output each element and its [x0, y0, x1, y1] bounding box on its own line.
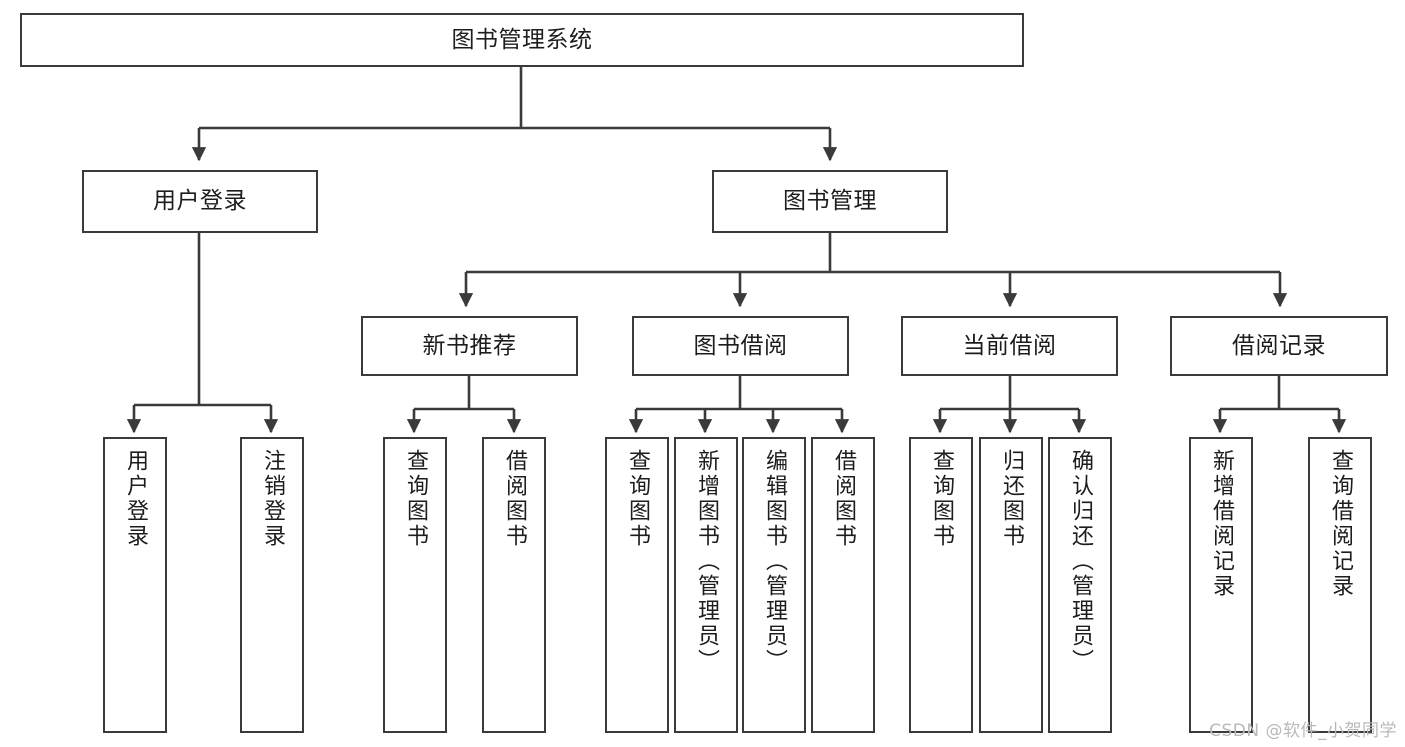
node-label: 新增借阅记录 — [1209, 449, 1234, 599]
node-borrowing-records[interactable]: 借阅记录 — [1170, 316, 1388, 376]
node-label: 图书管理系统 — [451, 26, 593, 53]
node-label: 用户登录 — [153, 188, 247, 215]
leaf-add-borrowing-record[interactable]: 新增借阅记录 — [1189, 437, 1253, 733]
leaf-query-books-borrowing[interactable]: 查询图书 — [605, 437, 669, 733]
watermark-text: CSDN @软件_小贺同学 — [1209, 721, 1397, 741]
node-label: 查询借阅记录 — [1328, 449, 1353, 599]
node-label: 新书推荐 — [422, 332, 517, 359]
leaf-query-books-current[interactable]: 查询图书 — [909, 437, 973, 733]
node-label: 借阅图书 — [831, 449, 856, 549]
node-label: 查询图书 — [403, 449, 428, 549]
node-label: 用户登录 — [123, 449, 148, 549]
node-label: 当前借阅 — [962, 332, 1057, 359]
node-label: 图书管理 — [783, 188, 877, 215]
leaf-add-book-admin[interactable]: 新增图书（管理员） — [674, 437, 738, 733]
node-root-book-management-system[interactable]: 图书管理系统 — [20, 13, 1024, 67]
node-book-borrowing[interactable]: 图书借阅 — [632, 316, 849, 376]
leaf-query-books-recommendation[interactable]: 查询图书 — [383, 437, 447, 733]
node-label: 查询图书 — [625, 449, 650, 549]
leaf-return-books[interactable]: 归还图书 — [979, 437, 1043, 733]
node-book-management[interactable]: 图书管理 — [712, 170, 948, 233]
leaf-borrow-books-recommendation[interactable]: 借阅图书 — [482, 437, 546, 733]
node-new-book-recommendation[interactable]: 新书推荐 — [361, 316, 578, 376]
leaf-query-borrowing-record[interactable]: 查询借阅记录 — [1308, 437, 1372, 733]
leaf-confirm-return-admin[interactable]: 确认归还（管理员） — [1048, 437, 1112, 733]
leaf-borrow-books-borrowing[interactable]: 借阅图书 — [811, 437, 875, 733]
node-user-login[interactable]: 用户登录 — [82, 170, 318, 233]
leaf-user-login[interactable]: 用户登录 — [103, 437, 167, 733]
node-label: 借阅记录 — [1232, 332, 1326, 359]
node-label: 查询图书 — [929, 449, 954, 549]
leaf-logout[interactable]: 注销登录 — [240, 437, 304, 733]
node-label: 借阅图书 — [502, 449, 527, 549]
leaf-edit-book-admin[interactable]: 编辑图书（管理员） — [742, 437, 806, 733]
node-label: 图书借阅 — [693, 332, 788, 359]
node-label: 注销登录 — [260, 449, 285, 549]
node-label: 编辑图书（管理员） — [762, 449, 787, 674]
node-label: 归还图书 — [999, 449, 1024, 549]
node-label: 新增图书（管理员） — [694, 449, 719, 674]
node-label: 确认归还（管理员） — [1068, 449, 1093, 674]
node-current-borrowing[interactable]: 当前借阅 — [901, 316, 1118, 376]
